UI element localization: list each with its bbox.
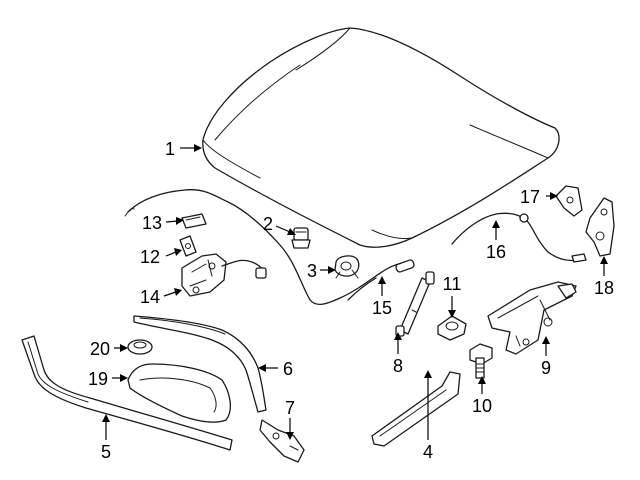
callout-10: 10 <box>472 396 492 416</box>
hood-panel <box>202 27 560 248</box>
callout-20: 20 <box>90 339 110 359</box>
hood-hinge <box>487 281 577 355</box>
seal-bracket <box>259 419 305 463</box>
secondary-cable <box>451 212 579 262</box>
callout-7: 7 <box>285 398 295 418</box>
callout-1: 1 <box>165 139 175 159</box>
callout-12: 12 <box>140 247 160 267</box>
callout-4: 4 <box>423 442 433 462</box>
gas-strut <box>395 271 435 337</box>
safety-catch <box>585 197 615 257</box>
rubber-plug <box>127 339 153 355</box>
callout-leaders <box>102 144 608 440</box>
hood-seal <box>133 315 267 413</box>
hood-bumper <box>291 227 311 249</box>
callout-6: 6 <box>283 359 293 379</box>
callout-5: 5 <box>101 442 111 462</box>
flange-nut <box>437 315 467 341</box>
callout-13: 13 <box>142 213 162 233</box>
rear-seal <box>21 335 233 451</box>
callout-9: 9 <box>541 358 551 378</box>
insulation-pad <box>127 363 232 423</box>
callout-18: 18 <box>594 278 614 298</box>
front-strip <box>371 371 461 447</box>
callout-3: 3 <box>307 261 317 281</box>
callout-8: 8 <box>393 356 403 376</box>
hinge-bolt <box>469 343 493 379</box>
hood-release-cable <box>127 189 413 305</box>
hood-latch <box>181 253 267 297</box>
callout-17: 17 <box>520 187 540 207</box>
release-handle <box>181 213 207 229</box>
callout-19: 19 <box>88 369 108 389</box>
cable-bracket <box>347 277 377 301</box>
callout-15: 15 <box>372 298 392 318</box>
callout-14: 14 <box>140 287 160 307</box>
hinge-bracket <box>555 185 583 217</box>
cable-end <box>395 259 415 273</box>
latch-bracket <box>179 235 197 257</box>
callout-2: 2 <box>263 214 273 234</box>
callout-11: 11 <box>443 274 462 294</box>
cable-clip <box>334 255 360 279</box>
callout-16: 16 <box>486 242 506 262</box>
